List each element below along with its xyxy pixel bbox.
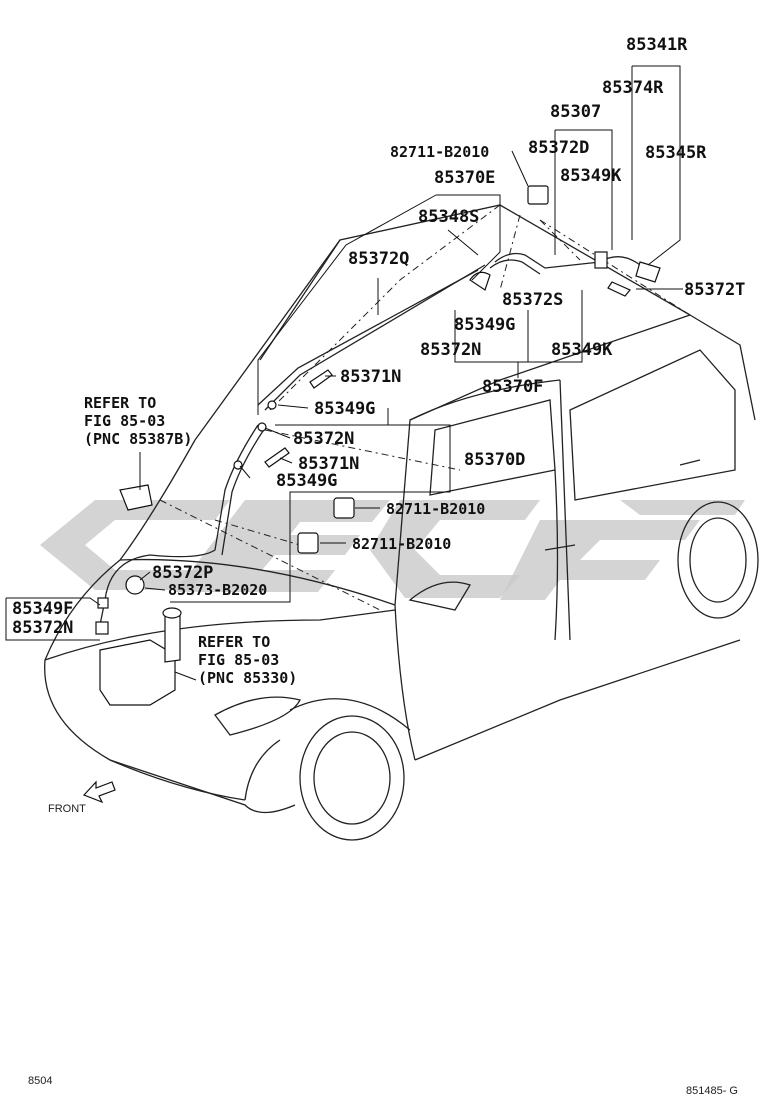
label-85370E: 85370E — [434, 168, 495, 188]
page-code: 8504 — [28, 1075, 52, 1087]
label-85372D: 85372D — [528, 138, 589, 158]
label-85349G-b: 85349G — [314, 399, 375, 419]
label-85372P: 85372P — [152, 563, 213, 583]
nozzle-85348S — [469, 271, 491, 291]
label-85373: 85373-B2020 — [168, 581, 267, 599]
refer1-line3: (PNC 85387B) — [84, 430, 192, 448]
label-85371N-a: 85371N — [340, 367, 401, 387]
washer-cap — [162, 607, 182, 619]
hose-routing-centerlines — [159, 204, 691, 611]
front-arrow-icon — [82, 780, 116, 804]
washer-tank — [99, 639, 176, 706]
nozzle-front — [119, 484, 153, 511]
vehicle-outline — [44, 204, 759, 841]
label-85372N-a: 85372N — [420, 340, 481, 360]
label-85374R: 85374R — [602, 78, 664, 98]
label-85372T: 85372T — [684, 280, 745, 300]
reference-note-2: REFER TO FIG 85-03 (PNC 85330) — [198, 633, 297, 687]
label-85349K-b: 85349K — [551, 340, 613, 360]
joint-85372D — [594, 251, 608, 269]
refer1-line1: REFER TO — [84, 394, 156, 412]
label-85372S: 85372S — [502, 290, 563, 310]
label-85349G-c: 85349G — [276, 471, 337, 491]
joint-85349G-b — [267, 400, 277, 410]
label-85349G-a: 85349G — [454, 315, 515, 335]
reference-note-1: REFER TO FIG 85-03 (PNC 85387B) — [84, 394, 192, 448]
watermark-logo — [40, 500, 745, 600]
label-85372N-b: 85372N — [293, 429, 354, 449]
label-85307: 85307 — [550, 102, 601, 122]
label-85370F: 85370F — [482, 377, 543, 397]
label-85372N-c: 85372N — [12, 618, 73, 638]
label-82711-mid2: 82711-B2010 — [352, 535, 451, 553]
front-indicator: FRONT — [48, 780, 116, 815]
grommet-85373 — [125, 575, 145, 595]
joint-85372N-c — [95, 621, 109, 635]
label-82711-top: 82711-B2010 — [390, 143, 489, 161]
connector-85372T — [607, 281, 631, 297]
valve-85345R — [635, 261, 661, 283]
refer2-line3: (PNC 85330) — [198, 669, 297, 687]
part-labels: 85341R 85374R 85307 85372D 85345R 82711-… — [12, 35, 745, 638]
joint-85349F — [97, 597, 109, 609]
label-85348S: 85348S — [418, 207, 479, 227]
label-85349F: 85349F — [12, 599, 73, 619]
washer-filler — [164, 611, 181, 663]
label-85341R: 85341R — [626, 35, 688, 55]
label-85345R: 85345R — [645, 143, 707, 163]
label-85370D: 85370D — [464, 450, 525, 470]
clip-85371N-a — [309, 369, 333, 389]
figure-code: 851485- G — [686, 1085, 738, 1097]
clamp-82711-mid1 — [333, 497, 355, 519]
joint-85349G-c — [233, 460, 243, 470]
refer2-line1: REFER TO — [198, 633, 270, 651]
label-85349K-a: 85349K — [560, 166, 622, 186]
refer1-line2: FIG 85-03 — [84, 412, 165, 430]
clip-85371N-b — [264, 447, 290, 468]
front-label: FRONT — [48, 803, 86, 815]
label-85372Q: 85372Q — [348, 249, 409, 269]
label-82711-mid1: 82711-B2010 — [386, 500, 485, 518]
joint-85372N-b — [257, 422, 267, 432]
parts — [95, 185, 661, 706]
label-85371N-b: 85371N — [298, 454, 359, 474]
clamp-82711-top — [527, 185, 549, 205]
clamp-82711-mid2 — [297, 532, 319, 554]
refer2-line2: FIG 85-03 — [198, 651, 279, 669]
leader-lines — [5, 65, 683, 681]
